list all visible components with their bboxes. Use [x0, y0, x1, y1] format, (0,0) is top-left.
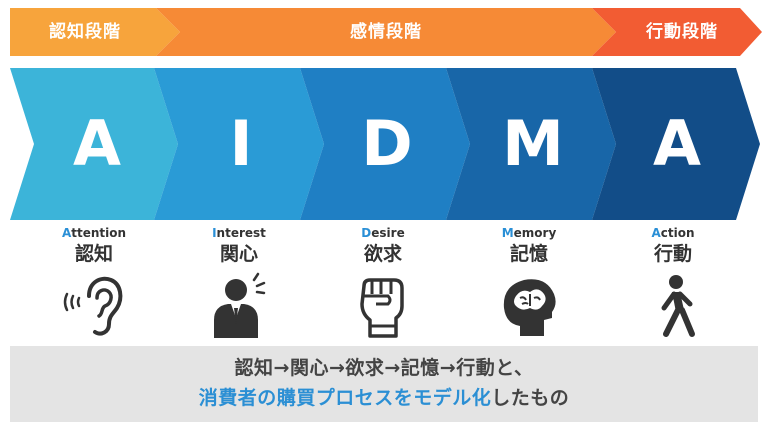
summary-line-1: 認知→関心→欲求→記憶→行動と、	[234, 357, 534, 379]
fist-icon	[348, 272, 418, 340]
term-jp: 関心	[219, 243, 258, 265]
summary-box: 認知→関心→欲求→記憶→行動と、 消費者の購買プロセスをモデル化したもの	[10, 346, 758, 422]
term-en-rest: esire	[371, 226, 405, 240]
term-en: Desire	[308, 226, 458, 240]
term-interest: Interest 関心	[164, 226, 314, 266]
term-en-rest: nterest	[216, 226, 266, 240]
term-initial: A	[651, 226, 661, 240]
walking-icon	[640, 272, 710, 340]
person-icon	[204, 272, 274, 340]
summary-line-2-rest: したもの	[491, 387, 570, 409]
chevron-shapes	[10, 68, 760, 220]
term-initial: D	[361, 226, 372, 240]
term-jp: 認知	[74, 243, 113, 265]
term-en: Action	[598, 226, 748, 240]
summary-highlight: 消費者の購買プロセスをモデル化	[198, 387, 492, 409]
summary-line-2: 消費者の購買プロセスをモデル化したもの	[10, 383, 758, 413]
brain-icon	[494, 272, 564, 340]
letter-action: A	[653, 107, 701, 180]
letter-desire: D	[361, 107, 413, 180]
term-action: Action 行動	[598, 226, 748, 266]
stage-banner-shapes	[10, 8, 762, 56]
term-en-rest: ction	[660, 226, 695, 240]
term-en: Memory	[454, 226, 604, 240]
stage-arrow-cognitive	[10, 8, 180, 56]
stage-arrow-action	[592, 8, 762, 56]
term-en-rest: ttention	[71, 226, 127, 240]
term-initial: M	[501, 226, 514, 240]
chevron-attention	[10, 68, 178, 220]
stage-label-action: 行動段階	[646, 22, 718, 42]
term-memory: Memory 記憶	[454, 226, 604, 266]
stage-label-emotional: 感情段階	[350, 22, 422, 42]
term-attention: Attention 認知	[19, 226, 169, 266]
letter-interest: I	[229, 107, 253, 180]
term-en-rest: emory	[513, 226, 557, 240]
chevron-interest	[154, 68, 324, 220]
term-en: Attention	[19, 226, 169, 240]
term-initial: I	[212, 226, 217, 240]
term-jp: 欲求	[363, 243, 402, 265]
stage-label-cognitive: 認知段階	[49, 22, 121, 42]
chevron-desire	[300, 68, 470, 220]
term-en: Interest	[164, 226, 314, 240]
chevron-memory	[446, 68, 616, 220]
stage-arrow-emotional	[156, 8, 616, 56]
stage-banner: 認知段階 感情段階 行動段階	[0, 8, 768, 56]
chevron-action	[592, 68, 760, 220]
term-desire: Desire 欲求	[308, 226, 458, 266]
term-jp: 記憶	[509, 243, 548, 265]
ear-icon	[59, 272, 129, 340]
term-initial: A	[61, 226, 72, 240]
aidma-chevrons: A I D M A	[0, 68, 768, 220]
letter-memory: M	[502, 107, 564, 180]
letter-attention: A	[73, 107, 121, 180]
term-jp: 行動	[653, 243, 692, 265]
